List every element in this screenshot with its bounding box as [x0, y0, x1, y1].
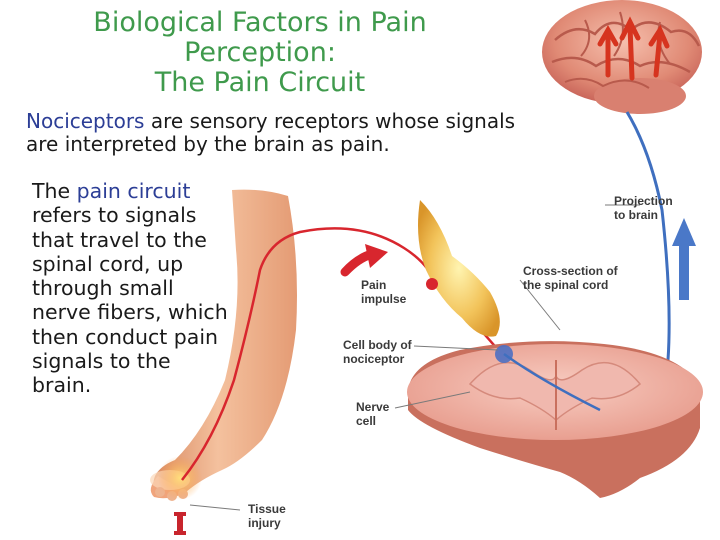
slide-title: Biological Factors in Pain Perception: T… [60, 8, 460, 98]
projection-arrow [672, 218, 696, 300]
dorsal-root-ganglion [418, 200, 500, 337]
label-pain-impulse: Pain impulse [361, 278, 407, 306]
tissue-injury-marker [174, 512, 186, 535]
label-tissue-injury: Tissue injury [248, 502, 286, 530]
nociceptors-definition-text: are sensory receptors whose signals are … [26, 109, 516, 156]
pain-circuit-term: pain circuit [76, 179, 191, 203]
label-projection-to-brain: Projection to brain [614, 194, 673, 222]
title-line-3: The Pain Circuit [154, 67, 366, 98]
nociceptor-cell-body-red [426, 278, 438, 290]
pain-circuit-intro: The [32, 179, 77, 203]
nociceptors-term: Nociceptors [26, 109, 145, 133]
pain-circuit-text: refers to signals that travel to the spi… [32, 203, 228, 398]
title-line-1: Biological Factors in Pain [93, 7, 427, 38]
leader-lines [189, 204, 640, 511]
title-line-2: Perception: [184, 37, 336, 68]
spinal-cord-cross-section [407, 341, 703, 498]
label-cell-body-of-nociceptor: Cell body of nociceptor [343, 338, 412, 366]
nociceptor-definition: Nociceptors are sensory receptors whose … [26, 110, 546, 156]
brain [542, 0, 702, 114]
pain-circuit-description: The pain circuit refers to signals that … [32, 179, 232, 398]
label-cross-section: Cross-section of the spinal cord [523, 264, 618, 292]
label-nerve-cell: Nerve cell [356, 400, 390, 428]
